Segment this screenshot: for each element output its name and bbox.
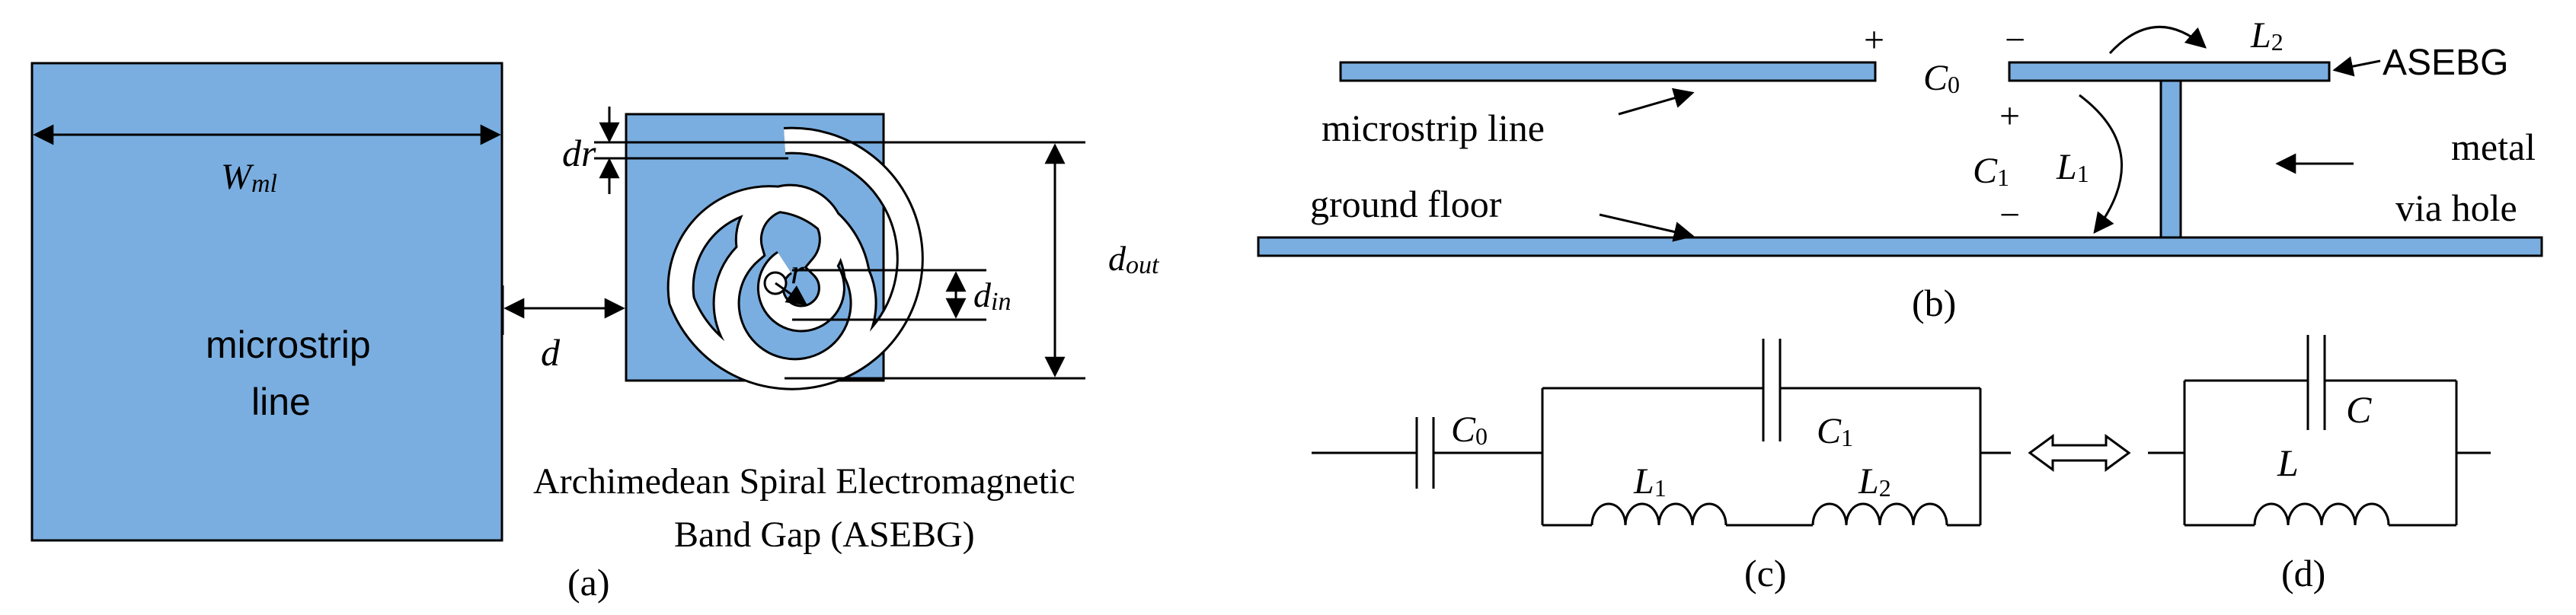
asebg-pointer xyxy=(2332,56,2381,77)
asebg-top-plate xyxy=(2008,61,2331,82)
dr-label: dr xyxy=(562,132,596,174)
c1-label: C1 xyxy=(1973,151,2009,191)
panel-c-labels: C0 C1 L1 L2 (c) xyxy=(1451,409,1891,594)
l2-label: L2 xyxy=(2250,15,2284,56)
microstrip-label-line1: microstrip xyxy=(206,323,371,366)
c-circuit-label: C xyxy=(2346,388,2372,431)
panel-d-labels: C L (d) xyxy=(2277,388,2372,594)
via-hole-label: via hole xyxy=(2395,186,2517,229)
panel-c-label: (c) xyxy=(1744,552,1787,594)
c0-circuit-label: C0 xyxy=(1451,409,1488,450)
ground-floor-pointer xyxy=(1599,213,1695,242)
l1-circuit-label: L1 xyxy=(1633,461,1667,502)
panel-b-label: (b) xyxy=(1912,282,1956,324)
asebg-label: ASEBG xyxy=(2383,43,2508,83)
plus-top: + xyxy=(1864,20,1884,60)
plus-c1: + xyxy=(1999,96,2020,136)
panel-b: + − C0 L2 ASEBG microstrip line + C1 − L… xyxy=(1257,15,2543,324)
l1-curved-arrow xyxy=(2079,94,2124,234)
minus-c1: − xyxy=(1999,195,2020,235)
l1-label: L1 xyxy=(2056,147,2089,187)
l2-circuit-label: L2 xyxy=(1858,461,1891,502)
d-label: d xyxy=(541,331,561,374)
wml-label: Wml xyxy=(221,157,277,198)
l-coil xyxy=(2253,502,2390,526)
panel-a-label: (a) xyxy=(567,561,610,604)
c0-label: C0 xyxy=(1923,58,1960,98)
minus-top: − xyxy=(2005,20,2025,60)
metal-label: metal xyxy=(2451,126,2536,168)
metal-via xyxy=(2159,79,2182,239)
l-circuit-label: L xyxy=(2277,441,2299,484)
panel-d-label: (d) xyxy=(2281,552,2325,594)
panel-d xyxy=(2148,335,2491,527)
c1-circuit-label: C1 xyxy=(1817,411,1853,451)
asebg-caption-line2: Band Gap (ASEBG) xyxy=(674,515,975,555)
l1-coil xyxy=(1590,502,1727,526)
microstrip-line-label: microstrip line xyxy=(1322,107,1545,149)
microstrip-pointer xyxy=(1618,88,1695,116)
spiral-slot-fill xyxy=(669,129,922,388)
din-label: din xyxy=(973,276,1011,316)
asebg-caption-line1: Archimedean Spiral Electromagnetic xyxy=(533,461,1075,502)
r-arrow xyxy=(775,282,808,306)
l2-curved-arrow xyxy=(2108,25,2207,55)
panel-c xyxy=(1312,339,2011,527)
equivalence-arrow xyxy=(2028,434,2131,472)
ground-floor-label: ground floor xyxy=(1310,183,1502,225)
dout-label: dout xyxy=(1108,239,1160,279)
l2-coil xyxy=(1811,502,1948,526)
microstrip-line-strip xyxy=(1339,61,1877,82)
microstrip-label-line2: line xyxy=(251,381,311,423)
ground-floor-strip xyxy=(1257,236,2543,257)
panel-a: Wml microstrip line d r dr dout din A xyxy=(30,62,1160,604)
